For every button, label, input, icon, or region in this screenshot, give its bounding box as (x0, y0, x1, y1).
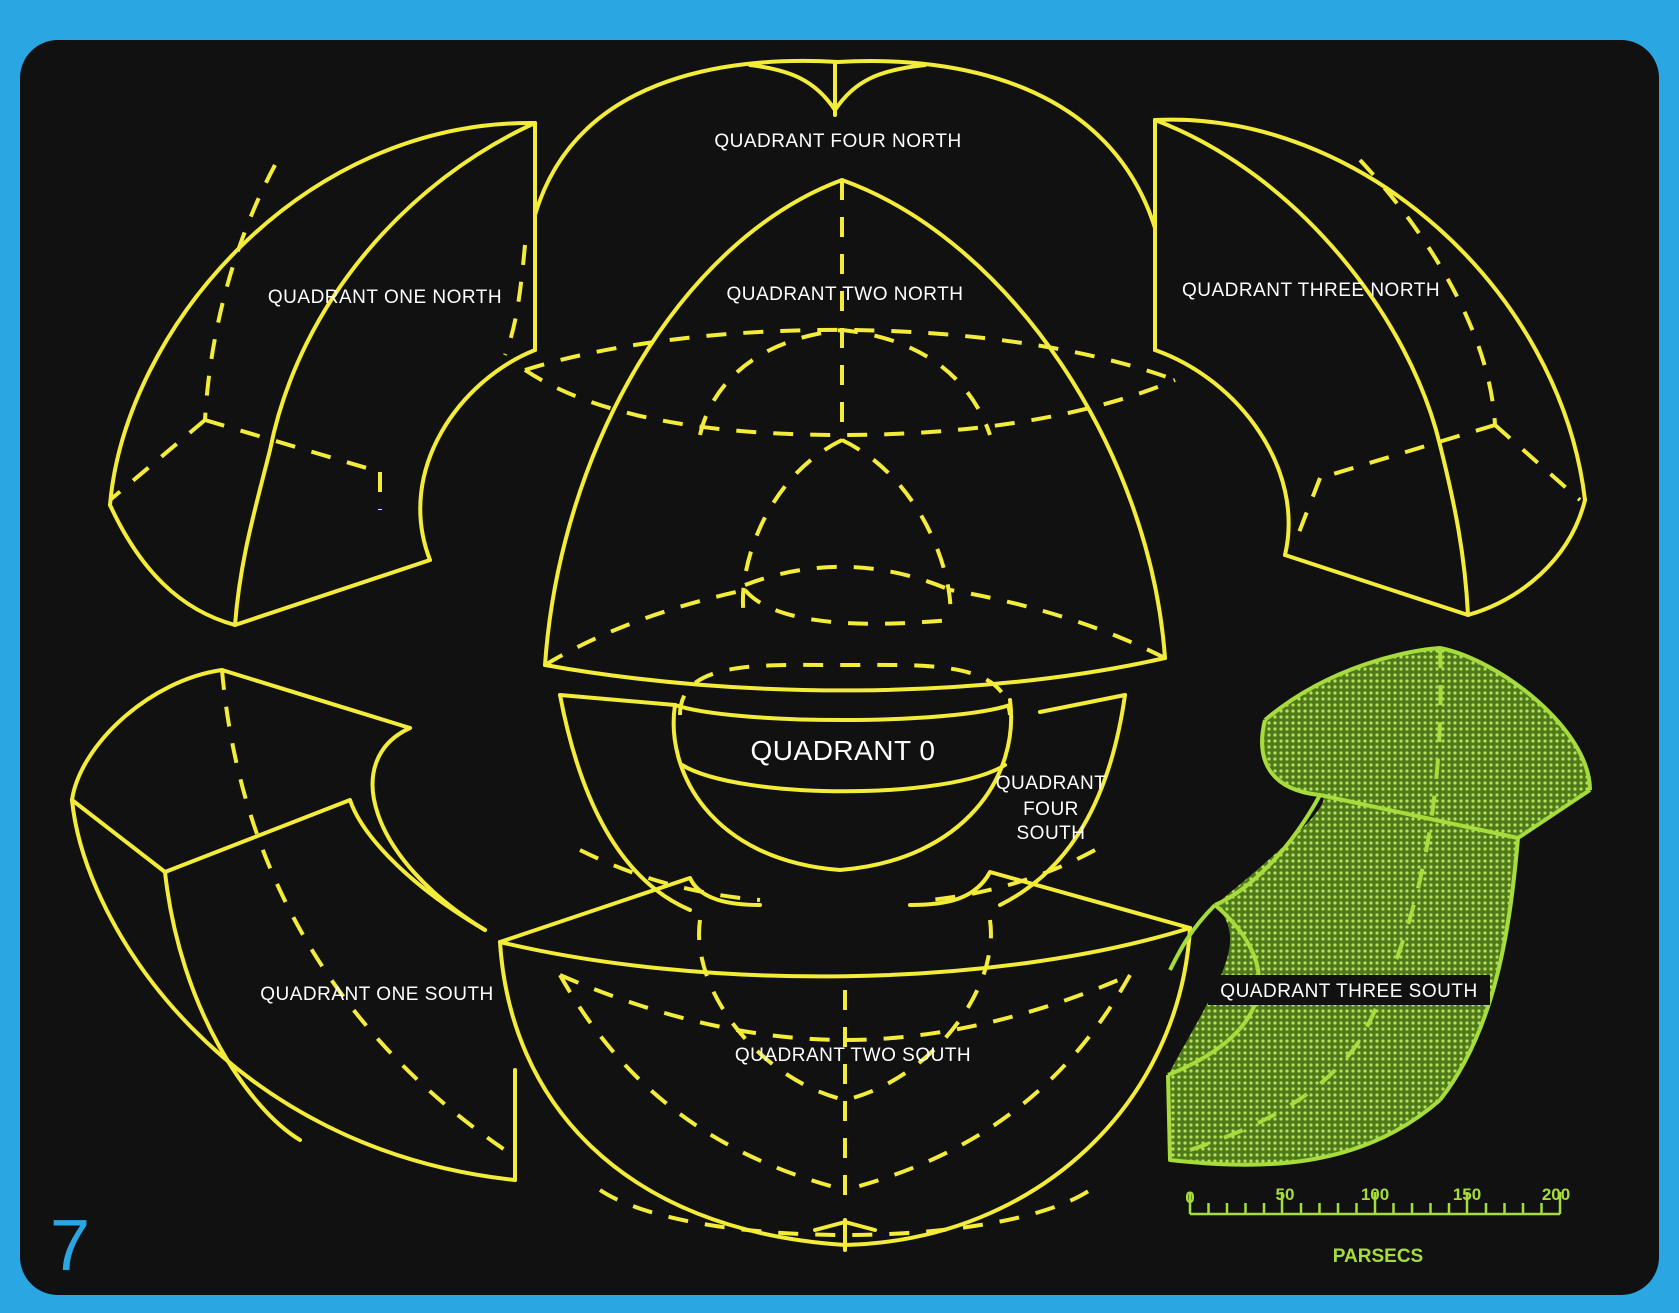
label-quadrant-one-south: QUADRANT ONE SOUTH (260, 984, 494, 1005)
page-number: 7 (50, 1206, 90, 1286)
scale-tick-0: 0 (1185, 1188, 1194, 1207)
scale-tick-200: 200 (1542, 1185, 1570, 1204)
scale-tick-100: 100 (1361, 1185, 1389, 1204)
label-quadrant-four-north: QUADRANT FOUR NORTH (714, 131, 961, 152)
label-quadrant-three-north: QUADRANT THREE NORTH (1182, 280, 1440, 301)
label-quadrant-four-south-line3: SOUTH (1017, 823, 1086, 844)
scale-tick-50: 50 (1276, 1185, 1295, 1204)
label-quadrant-two-north: QUADRANT TWO NORTH (726, 284, 963, 305)
label-quadrant-one-north: QUADRANT ONE NORTH (268, 287, 502, 308)
label-quadrant-two-south: QUADRANT TWO SOUTH (735, 1045, 971, 1066)
label-quadrant-four-south-line2: FOUR (1023, 799, 1079, 820)
scale-tick-150: 150 (1453, 1185, 1481, 1204)
scale-unit-label: PARSECS (1333, 1246, 1423, 1267)
label-quadrant-four-south-line1: QUADRANT (996, 773, 1107, 794)
label-quadrant-zero: QUADRANT 0 (751, 735, 936, 766)
label-quadrant-three-south: QUADRANT THREE SOUTH (1220, 981, 1477, 1002)
